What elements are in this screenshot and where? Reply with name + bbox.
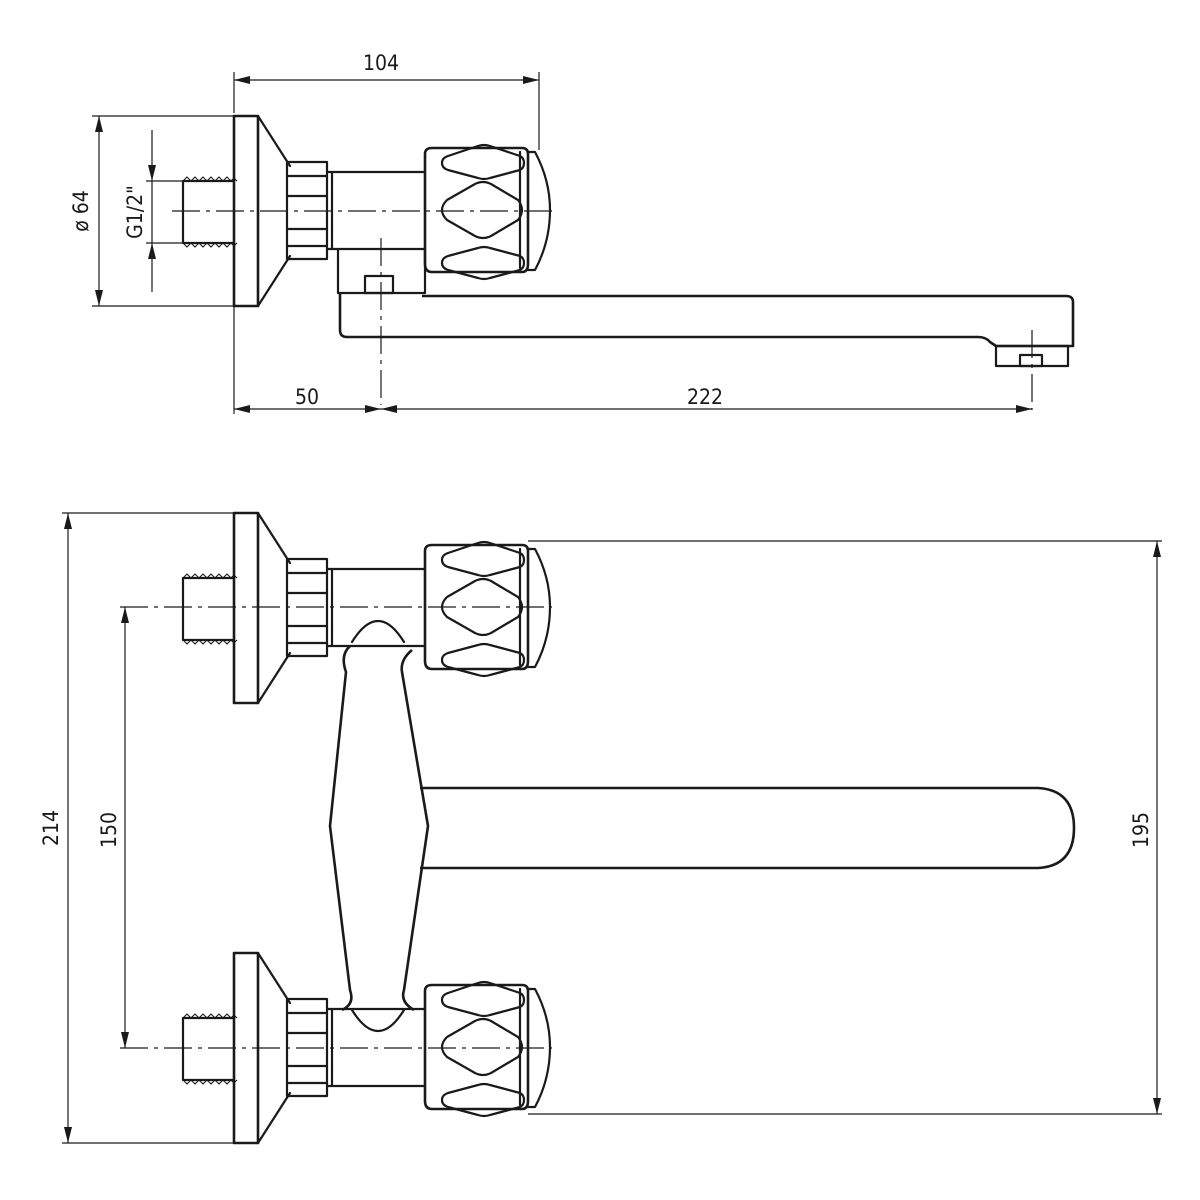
dim-spout-reach: 222 (687, 385, 723, 409)
dim-top-width: 104 (363, 51, 399, 75)
side-view: 104 ø 64 G1/2" 50 222 (69, 51, 1075, 414)
dim-handle-span: 195 (1129, 812, 1153, 848)
dim-thread-size: G1/2" (123, 185, 147, 239)
dim-total-height: 214 (39, 810, 63, 846)
dim-offset: 50 (295, 385, 319, 409)
dim-flange-diameter: ø 64 (69, 190, 93, 232)
upper-valve (181, 511, 552, 705)
dim-center-spacing: 150 (97, 812, 121, 848)
front-view: 214 150 195 (39, 511, 1162, 1145)
